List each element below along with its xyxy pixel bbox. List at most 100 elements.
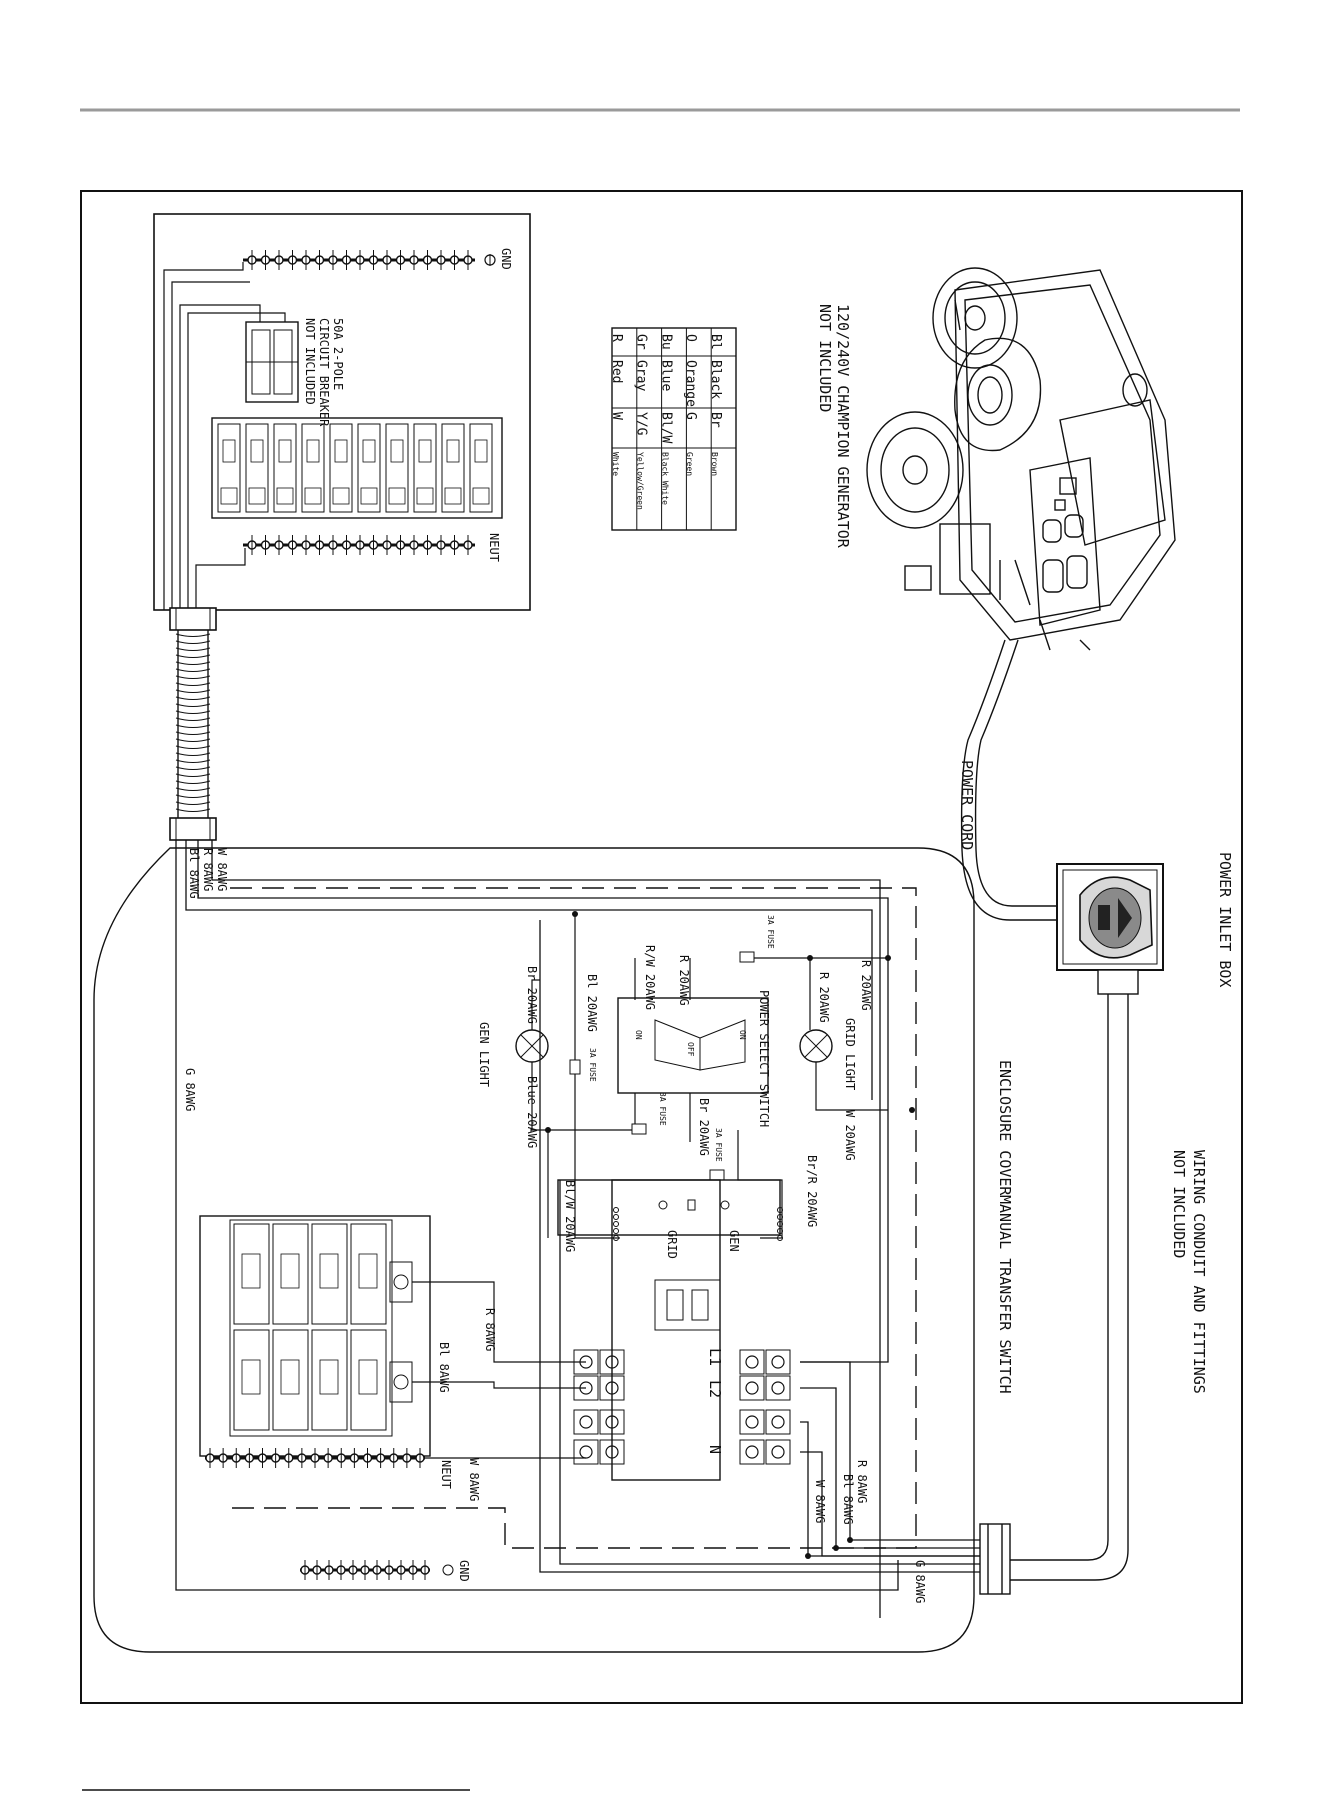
terminal-screw-icon xyxy=(771,1355,785,1369)
branch-breaker xyxy=(311,1329,348,1431)
terminal-block xyxy=(765,1439,791,1465)
gen-terminal-icon xyxy=(777,1214,783,1220)
terminal-block xyxy=(765,1409,791,1435)
conduit-label-1: WIRING CONDUIT AND FITTINGS xyxy=(1190,1150,1208,1394)
junction-dots xyxy=(545,911,915,1559)
terminal-screw-icon xyxy=(771,1445,785,1459)
r-20awg-right-label: R 20AWG xyxy=(859,960,873,1011)
legend-cell: Brown xyxy=(710,452,719,476)
conduit-rib xyxy=(175,731,211,735)
legend-cell: Y/G xyxy=(634,412,649,436)
branch-breaker xyxy=(311,1223,348,1325)
terminal-screw-icon xyxy=(745,1355,759,1369)
manual-transfer-switch-label: MANUAL TRANSFER SWITCH xyxy=(996,1195,1014,1394)
main-service-panel: GND NEUT 50A 2-POLE CIRCUIT BREAKER NOT … xyxy=(153,213,531,611)
conduit-rib xyxy=(175,682,211,686)
neut-label-bottom: NEUT xyxy=(439,1460,453,1489)
control-wire-labels: R 20AWG 3A FUSE R 20AWG R/W 20AWG Bl 20A… xyxy=(563,915,873,1252)
legend-cell: Bu xyxy=(658,334,673,350)
conduit-rib xyxy=(175,787,211,791)
legend-cell: Black White xyxy=(660,452,669,505)
neut-label-top: NEUT xyxy=(487,533,501,562)
legend-cell: Green xyxy=(685,452,694,476)
power-select-switch-label: POWER SELECT SWITCH xyxy=(757,990,771,1127)
terminal-block xyxy=(599,1349,625,1375)
legend-cell: Gr xyxy=(634,334,649,350)
g-8awg-left-label: G 8AWG xyxy=(183,1068,197,1111)
gnd-label-bottom: GND xyxy=(457,1560,471,1582)
branch-breaker xyxy=(233,1223,270,1325)
bl-8awg-inlet-label: Bl 8AWG xyxy=(841,1474,855,1525)
neutral-bus-bar-top: NEUT xyxy=(243,533,501,562)
conduit-rib xyxy=(175,759,211,763)
conduit-rib xyxy=(175,766,211,770)
fuse-3a-center-label: 3A FUSE xyxy=(658,1092,667,1126)
fuse-top-icon xyxy=(739,951,755,963)
generator-title-line2: NOT INCLUDED xyxy=(816,304,834,412)
gen-terminal-icon xyxy=(777,1221,783,1227)
legend-cell: Red xyxy=(609,360,624,383)
branch-breaker xyxy=(301,423,325,513)
power-cord: POWER CORD xyxy=(958,639,1070,921)
flex-conduit xyxy=(169,607,217,841)
terminal-screw-icon xyxy=(579,1445,593,1459)
w-8awg-inlet-label: W 8AWG xyxy=(813,1480,827,1523)
inlet-conduit: WIRING CONDUIT AND FITTINGS NOT INCLUDED xyxy=(979,969,1208,1595)
conduit-rib xyxy=(175,752,211,756)
r-8awg-top-label: R 8AWG xyxy=(201,848,215,891)
legend-cell: Gray xyxy=(634,360,649,391)
control-wiring xyxy=(531,914,888,1239)
conduit-rib xyxy=(175,689,211,693)
conduit-rib xyxy=(175,808,211,812)
w-20awg-label: W 20AWG xyxy=(843,1110,857,1161)
generator-wheel-top-icon xyxy=(932,267,1018,369)
branch-breaker xyxy=(329,423,353,513)
switch-on-left-label: ON xyxy=(634,1030,643,1040)
fuse-right-icon xyxy=(709,1169,725,1181)
grid-indicator-icon xyxy=(658,1200,668,1210)
legend-cell: R xyxy=(609,334,624,342)
conduit-rib xyxy=(175,724,211,728)
legend-cell: Yellow/Green xyxy=(636,452,645,510)
bl-8awg-panel-label: Bl 8AWG xyxy=(437,1342,451,1393)
breaker-label-1: 50A 2-POLE xyxy=(331,318,345,390)
grid-terminal-icon xyxy=(613,1207,619,1213)
bl-20awg-label: Bl 20AWG xyxy=(585,974,599,1032)
r-20awg-grid-label: R 20AWG xyxy=(817,972,831,1023)
legend-cell: Blue xyxy=(658,360,673,391)
conduit-rib xyxy=(175,717,211,721)
branch-breaker xyxy=(217,423,241,513)
terminal-block xyxy=(573,1409,599,1435)
terminal-screw-icon xyxy=(745,1415,759,1429)
fuse-left-icon xyxy=(569,1059,581,1075)
branch-breaker xyxy=(357,423,381,513)
power-inlet-box: POWER INLET BOX xyxy=(1056,852,1234,987)
branch-breaker xyxy=(233,1329,270,1431)
ground-bus-bar-top: GND xyxy=(243,248,513,270)
gen-label: GEN xyxy=(727,1230,741,1252)
legend-cell: O xyxy=(683,334,698,342)
conduit-rib xyxy=(175,640,211,644)
branch-breaker-array xyxy=(211,417,503,519)
gnd-label-top: GND xyxy=(499,248,513,270)
w-8awg-top-label: W 8AWG xyxy=(215,848,229,891)
panel-feeder-wires xyxy=(163,262,286,610)
branch-breaker xyxy=(272,1329,309,1431)
conduit-rib xyxy=(175,710,211,714)
branch-breaker xyxy=(245,423,269,513)
terminal-block xyxy=(599,1375,625,1401)
rw-20awg-label: R/W 20AWG xyxy=(643,945,657,1010)
branch-breaker xyxy=(385,423,409,513)
ground-symbol-bottom-icon xyxy=(442,1564,454,1576)
grid-terminal-icon xyxy=(613,1235,619,1241)
inlet-wire-labels: R 8AWG Bl 8AWG W 8AWG xyxy=(813,1460,869,1525)
r-8awg-inlet-label: R 8AWG xyxy=(855,1460,869,1503)
gen-terminal-icon xyxy=(777,1235,783,1241)
conduit-rib xyxy=(175,654,211,658)
legend-cell: W xyxy=(609,412,624,420)
inlet-plug-icon xyxy=(1118,898,1132,938)
gen-terminal-icon xyxy=(777,1228,783,1234)
branch-breaker xyxy=(441,423,465,513)
l2-label: L2 xyxy=(706,1380,724,1398)
conduit-rib xyxy=(175,696,211,700)
